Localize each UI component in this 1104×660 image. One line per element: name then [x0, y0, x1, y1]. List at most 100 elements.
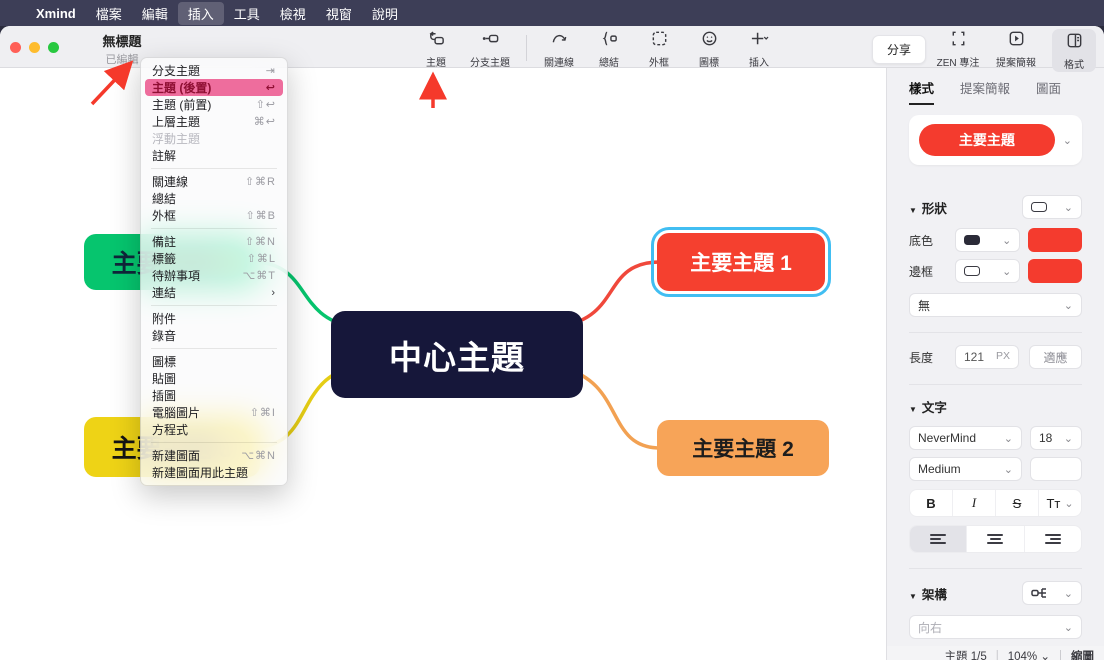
font-family-dropdown[interactable]: NeverMind ⌄ — [909, 426, 1022, 450]
structure-type-dropdown[interactable]: ⌄ — [1022, 581, 1082, 605]
menu-item-notes[interactable]: 備註⇧⌘N — [152, 235, 276, 249]
tab-style[interactable]: 樣式 — [909, 78, 935, 105]
font-weight-dropdown[interactable]: Medium ⌄ — [909, 457, 1022, 481]
menubar-item-view[interactable]: 檢視 — [279, 6, 306, 22]
menubar-item-file[interactable]: 檔案 — [95, 6, 122, 22]
chevron-down-icon: ⌄ — [1063, 299, 1073, 312]
fill-style-dropdown[interactable]: ⌄ — [954, 228, 1021, 252]
close-window-button[interactable] — [10, 42, 21, 53]
insert-dropdown-menu: 分支主題⇥ 主題 (後置)↩ 主題 (前置)⇧↩ 上層主題⌘↩ 浮動主題 註解 … — [140, 57, 288, 486]
zen-mode-label: ZEN 專注 — [936, 58, 980, 69]
text-color-box[interactable] — [1030, 457, 1082, 481]
menu-item-illustration[interactable]: 插圖 — [152, 389, 177, 403]
fit-length-button[interactable]: 適應 — [1029, 345, 1082, 369]
topic-tool-button[interactable]: 主題 — [414, 29, 458, 69]
chevron-down-icon[interactable]: ⌄ — [1062, 134, 1072, 147]
menu-item-audio-note[interactable]: 錄音 — [152, 329, 177, 343]
topic-style-preview-card[interactable]: 主要主題 ⌄ — [909, 115, 1082, 165]
menu-item-equation[interactable]: 方程式 — [152, 423, 189, 437]
relationship-tool-button[interactable]: 關連線 — [537, 29, 581, 69]
toolbar-tools: 主題 分支主題 關連線 — [414, 29, 781, 69]
menu-item-topic-before[interactable]: 主題 (前置)⇧↩ — [152, 98, 276, 112]
menu-item-parent-topic[interactable]: 上層主題⌘↩ — [152, 115, 276, 129]
topic-node-2[interactable]: 主要主題 2 — [657, 420, 829, 476]
menubar-item-help[interactable]: 說明 — [371, 6, 398, 22]
menu-item-boundary[interactable]: 外框⇧⌘B — [152, 209, 276, 223]
marker-tool-button[interactable]: 圖標 — [687, 29, 731, 69]
bold-toggle[interactable]: B — [910, 490, 953, 516]
mindmap-canvas[interactable]: 主要主題 4 主要主題 3 中心主題 主要主題 1 主要主題 2 — [0, 68, 886, 660]
topic-style-preview: 主要主題 — [919, 124, 1055, 156]
structure-map-icon — [1031, 588, 1046, 598]
window-controls — [10, 42, 59, 53]
menu-item-labels[interactable]: 標籤⇧⌘L — [152, 252, 276, 266]
subtopic-tool-button[interactable]: 分支主題 — [464, 29, 516, 69]
zen-mode-button[interactable]: ZEN 專注 — [936, 29, 980, 69]
tab-sheet[interactable]: 圖面 — [1036, 82, 1062, 96]
menu-item-sticker[interactable]: 貼圖 — [152, 372, 177, 386]
strikethrough-toggle[interactable]: S — [996, 490, 1039, 516]
border-color-swatch[interactable] — [1028, 259, 1082, 283]
menu-item-topic-after[interactable]: 主題 (後置)↩ — [145, 79, 283, 96]
summary-tool-button[interactable]: 總結 — [587, 29, 631, 69]
boundary-icon — [650, 29, 669, 53]
structure-section-header: ▼架構 ⌄ — [909, 581, 1082, 605]
menu-item-subtopic[interactable]: 分支主題⇥ — [152, 64, 276, 78]
zoom-window-button[interactable] — [48, 42, 59, 53]
smiley-icon — [700, 29, 719, 53]
menu-separator — [151, 168, 277, 169]
align-right-button[interactable] — [1025, 526, 1081, 552]
menu-item-marker[interactable]: 圖標 — [152, 355, 177, 369]
thumbnail-toggle[interactable]: 縮圖 — [1071, 651, 1094, 660]
topic-icon — [427, 29, 446, 53]
menu-item-link[interactable]: 連結› — [152, 286, 276, 300]
border-width-dropdown[interactable]: 無 ⌄ — [909, 293, 1082, 317]
subtopic-tool-label: 分支主題 — [470, 58, 510, 69]
font-weight-value: Medium — [918, 462, 961, 476]
align-left-icon — [930, 534, 947, 544]
triangle-down-icon[interactable]: ▼ — [909, 205, 917, 215]
align-center-icon — [987, 534, 1004, 544]
boundary-tool-button[interactable]: 外框 — [637, 29, 681, 69]
align-center-button[interactable] — [967, 526, 1025, 552]
shape-style-dropdown[interactable]: ⌄ — [1022, 195, 1082, 219]
fill-color-swatch[interactable] — [1028, 228, 1082, 252]
panel-tabs: 樣式 提案簡報 圖面 — [909, 78, 1082, 105]
menu-item-attachment[interactable]: 附件 — [152, 312, 177, 326]
menu-item-local-image[interactable]: 電腦圖片⇧⌘I — [152, 406, 276, 420]
zoom-level[interactable]: 104% ⌄ — [1007, 651, 1050, 660]
pitch-mode-button[interactable]: 提案簡報 — [990, 29, 1042, 69]
border-width-value: 無 — [918, 298, 931, 313]
align-left-button[interactable] — [910, 526, 968, 552]
menu-item-new-sheet-from-topic[interactable]: 新建圖面用此主題 — [152, 466, 249, 480]
length-label: 長度 — [909, 350, 934, 365]
share-button[interactable]: 分享 — [871, 35, 926, 64]
menu-item-summary[interactable]: 總結 — [152, 192, 177, 206]
menubar-item-tools[interactable]: 工具 — [233, 6, 260, 22]
tab-pitch[interactable]: 提案簡報 — [960, 82, 1011, 96]
minimize-window-button[interactable] — [29, 42, 40, 53]
insert-tool-button[interactable]: 插入 — [737, 29, 781, 69]
triangle-down-icon[interactable]: ▼ — [909, 591, 917, 601]
chevron-down-icon: ⌄ — [1064, 497, 1074, 510]
menubar-item-window[interactable]: 視窗 — [325, 6, 352, 22]
font-size-dropdown[interactable]: 18 ⌄ — [1030, 426, 1082, 450]
italic-toggle[interactable]: I — [953, 490, 996, 516]
format-panel-button[interactable]: 格式 — [1052, 29, 1096, 72]
text-case-dropdown[interactable]: Tᴛ⌄ — [1046, 495, 1074, 511]
app-window: 無標題 已編輯 主題 — [0, 26, 1104, 660]
menubar-item-insert[interactable]: 插入 — [177, 1, 224, 25]
border-style-dropdown[interactable]: ⌄ — [954, 259, 1021, 283]
menu-item-new-sheet[interactable]: 新建圖面⌥⌘N — [152, 449, 276, 463]
topic-node-1-selected[interactable]: 主要主題 1 — [651, 227, 831, 297]
menu-item-relationship[interactable]: 關連線⇧⌘R — [152, 175, 276, 189]
central-topic-node[interactable]: 中心主題 — [331, 311, 583, 398]
menubar-item-edit[interactable]: 編輯 — [141, 6, 168, 22]
menu-item-todo[interactable]: 待辦事項⌥⌘T — [152, 269, 276, 283]
structure-direction-dropdown[interactable]: 向右 ⌄ — [909, 615, 1082, 639]
menu-item-comment[interactable]: 註解 — [152, 149, 177, 163]
menubar-item-xmind[interactable]: Xmind — [36, 5, 76, 21]
triangle-down-icon[interactable]: ▼ — [909, 405, 917, 414]
